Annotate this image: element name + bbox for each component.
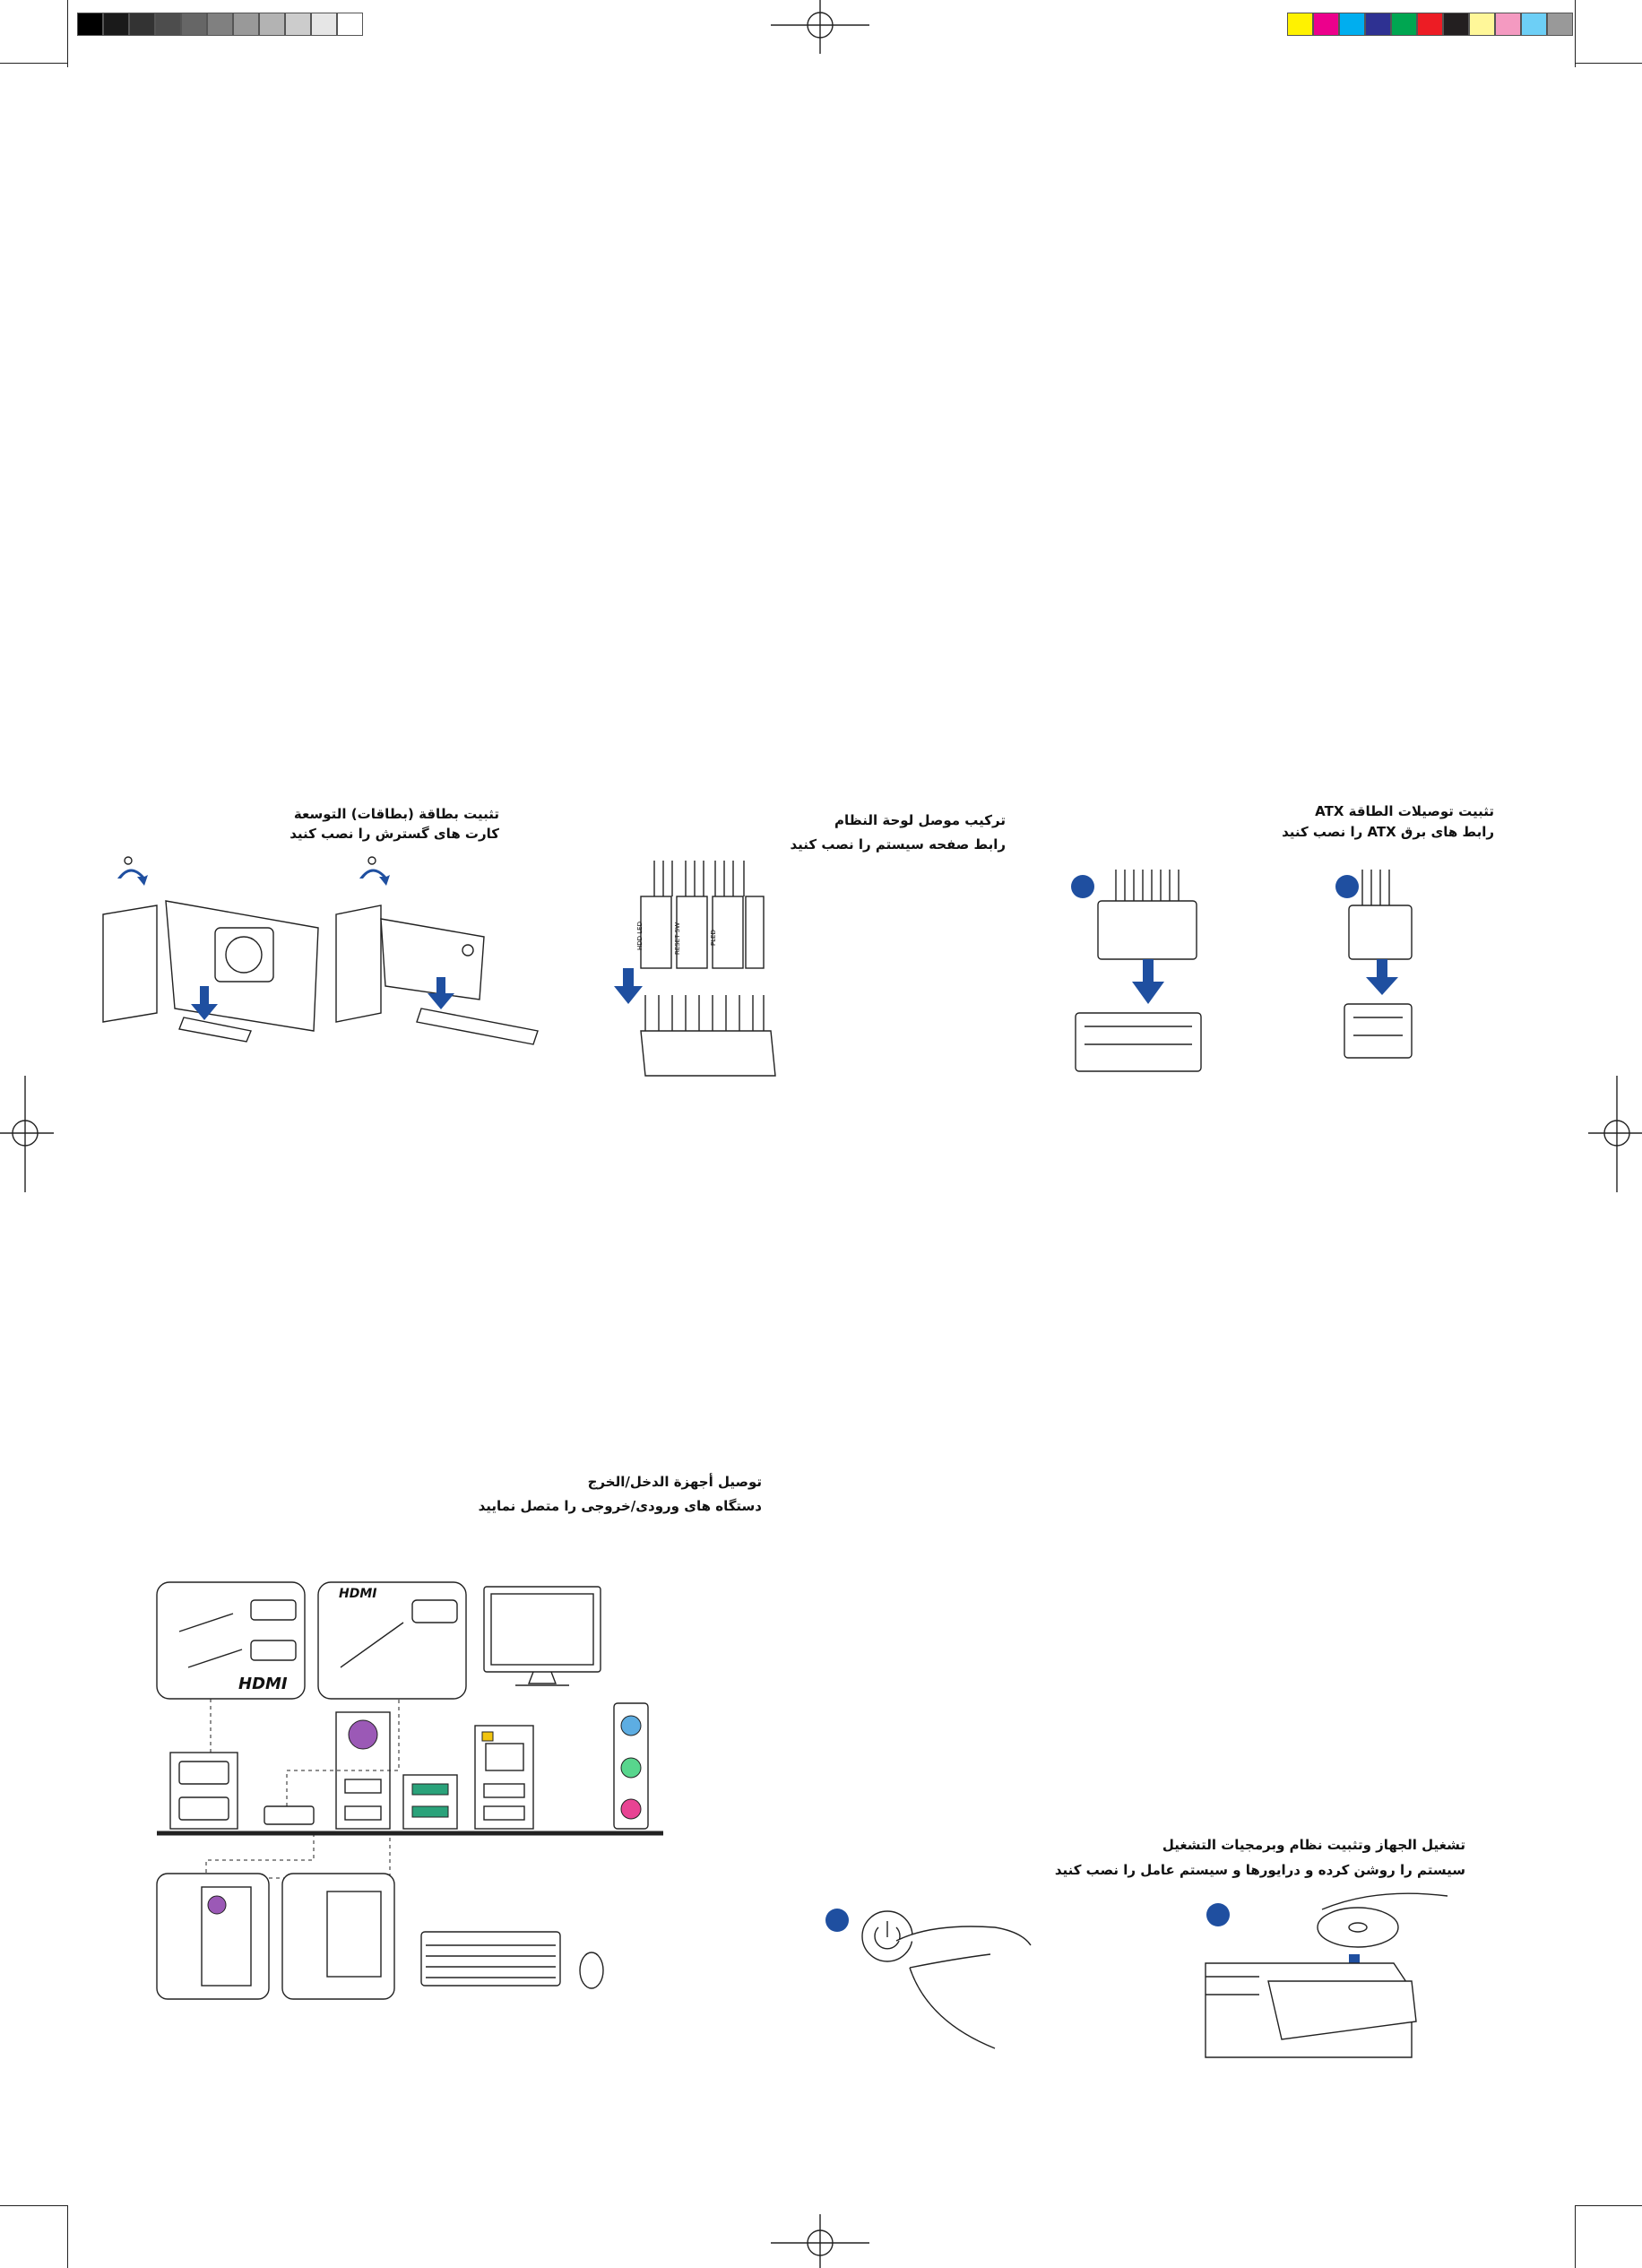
- grayscale-swatch: [77, 13, 103, 36]
- atx-8pin-connector-illustration: [1344, 870, 1413, 1059]
- grayscale-swatch: [259, 13, 285, 36]
- system-panel-connector-illustration: [614, 861, 776, 1077]
- os-install-subtitle: سیستم را روشن کرده و درایورها و سیستم عا…: [1054, 1862, 1465, 1878]
- hdmi-logo-right: HDMI: [339, 1587, 377, 1601]
- process-swatch: [1417, 13, 1443, 36]
- atx-power-subtitle: رابط های برق ATX را نصب کنید: [1282, 824, 1494, 840]
- process-swatch: [1443, 13, 1469, 36]
- disc-install-illustration: [1205, 1892, 1448, 2058]
- grayscale-swatch: [181, 13, 207, 36]
- grayscale-swatch: [285, 13, 311, 36]
- grayscale-swatch: [337, 13, 363, 36]
- process-swatch: [1521, 13, 1547, 36]
- pin-label-reset-sw: RESET SW: [674, 922, 681, 955]
- step-badge-power: [825, 1909, 849, 1932]
- grayscale-swatch: [129, 13, 155, 36]
- grayscale-swatch: [207, 13, 233, 36]
- system-panel-subtitle: رابط صفحه سیستم را نصب کنید: [790, 836, 1006, 853]
- process-swatch: [1339, 13, 1365, 36]
- expansion-card-title: تثبيت بطاقة (بطاقات) التوسعة: [293, 806, 499, 822]
- hdmi-logo-left: HDMI: [238, 1675, 288, 1693]
- system-panel-title: تركيب موصل لوحة النظام: [834, 812, 1006, 828]
- registration-mark-right: [1588, 1076, 1642, 1192]
- grayscale-swatch: [311, 13, 337, 36]
- process-swatch: [1547, 13, 1573, 36]
- io-devices-illustration: [156, 1581, 663, 2000]
- step-badge-8pin: [1335, 875, 1359, 898]
- io-devices-title: توصيل أجهزة الدخل/الخرج: [587, 1474, 762, 1490]
- pin-label-pled: PLED: [710, 930, 717, 946]
- grayscale-swatch: [233, 13, 259, 36]
- registration-mark-top: [771, 0, 869, 54]
- atx-24pin-connector-illustration: [1075, 870, 1202, 1072]
- registration-mark-bottom: [771, 2214, 869, 2268]
- process-swatch: [1313, 13, 1339, 36]
- process-swatch: [1287, 13, 1313, 36]
- process-swatch: [1469, 13, 1495, 36]
- registration-mark-left: [0, 1076, 54, 1192]
- step-badge-disc: [1206, 1903, 1230, 1926]
- pin-label-hdd-led: HDD LED: [636, 922, 644, 950]
- process-swatch: [1365, 13, 1391, 36]
- step-badge-24pin: [1071, 875, 1094, 898]
- io-devices-subtitle: دستگاه های ورودی/خروجی را متصل نمایید: [478, 1498, 762, 1514]
- power-button-illustration: [861, 1910, 1032, 2049]
- grayscale-swatch: [103, 13, 129, 36]
- expansion-card-illustration: [102, 856, 539, 1045]
- grayscale-swatch: [155, 13, 181, 36]
- os-install-title: تشغيل الجهاز وتثبيت نظام وبرمجيات التشغي…: [1162, 1837, 1465, 1853]
- process-swatch: [1495, 13, 1521, 36]
- process-swatch: [1391, 13, 1417, 36]
- expansion-card-subtitle: کارت های گسترش را نصب کنید: [290, 826, 499, 842]
- atx-power-title: تثبيت توصيلات الطاقة ATX: [1315, 803, 1494, 819]
